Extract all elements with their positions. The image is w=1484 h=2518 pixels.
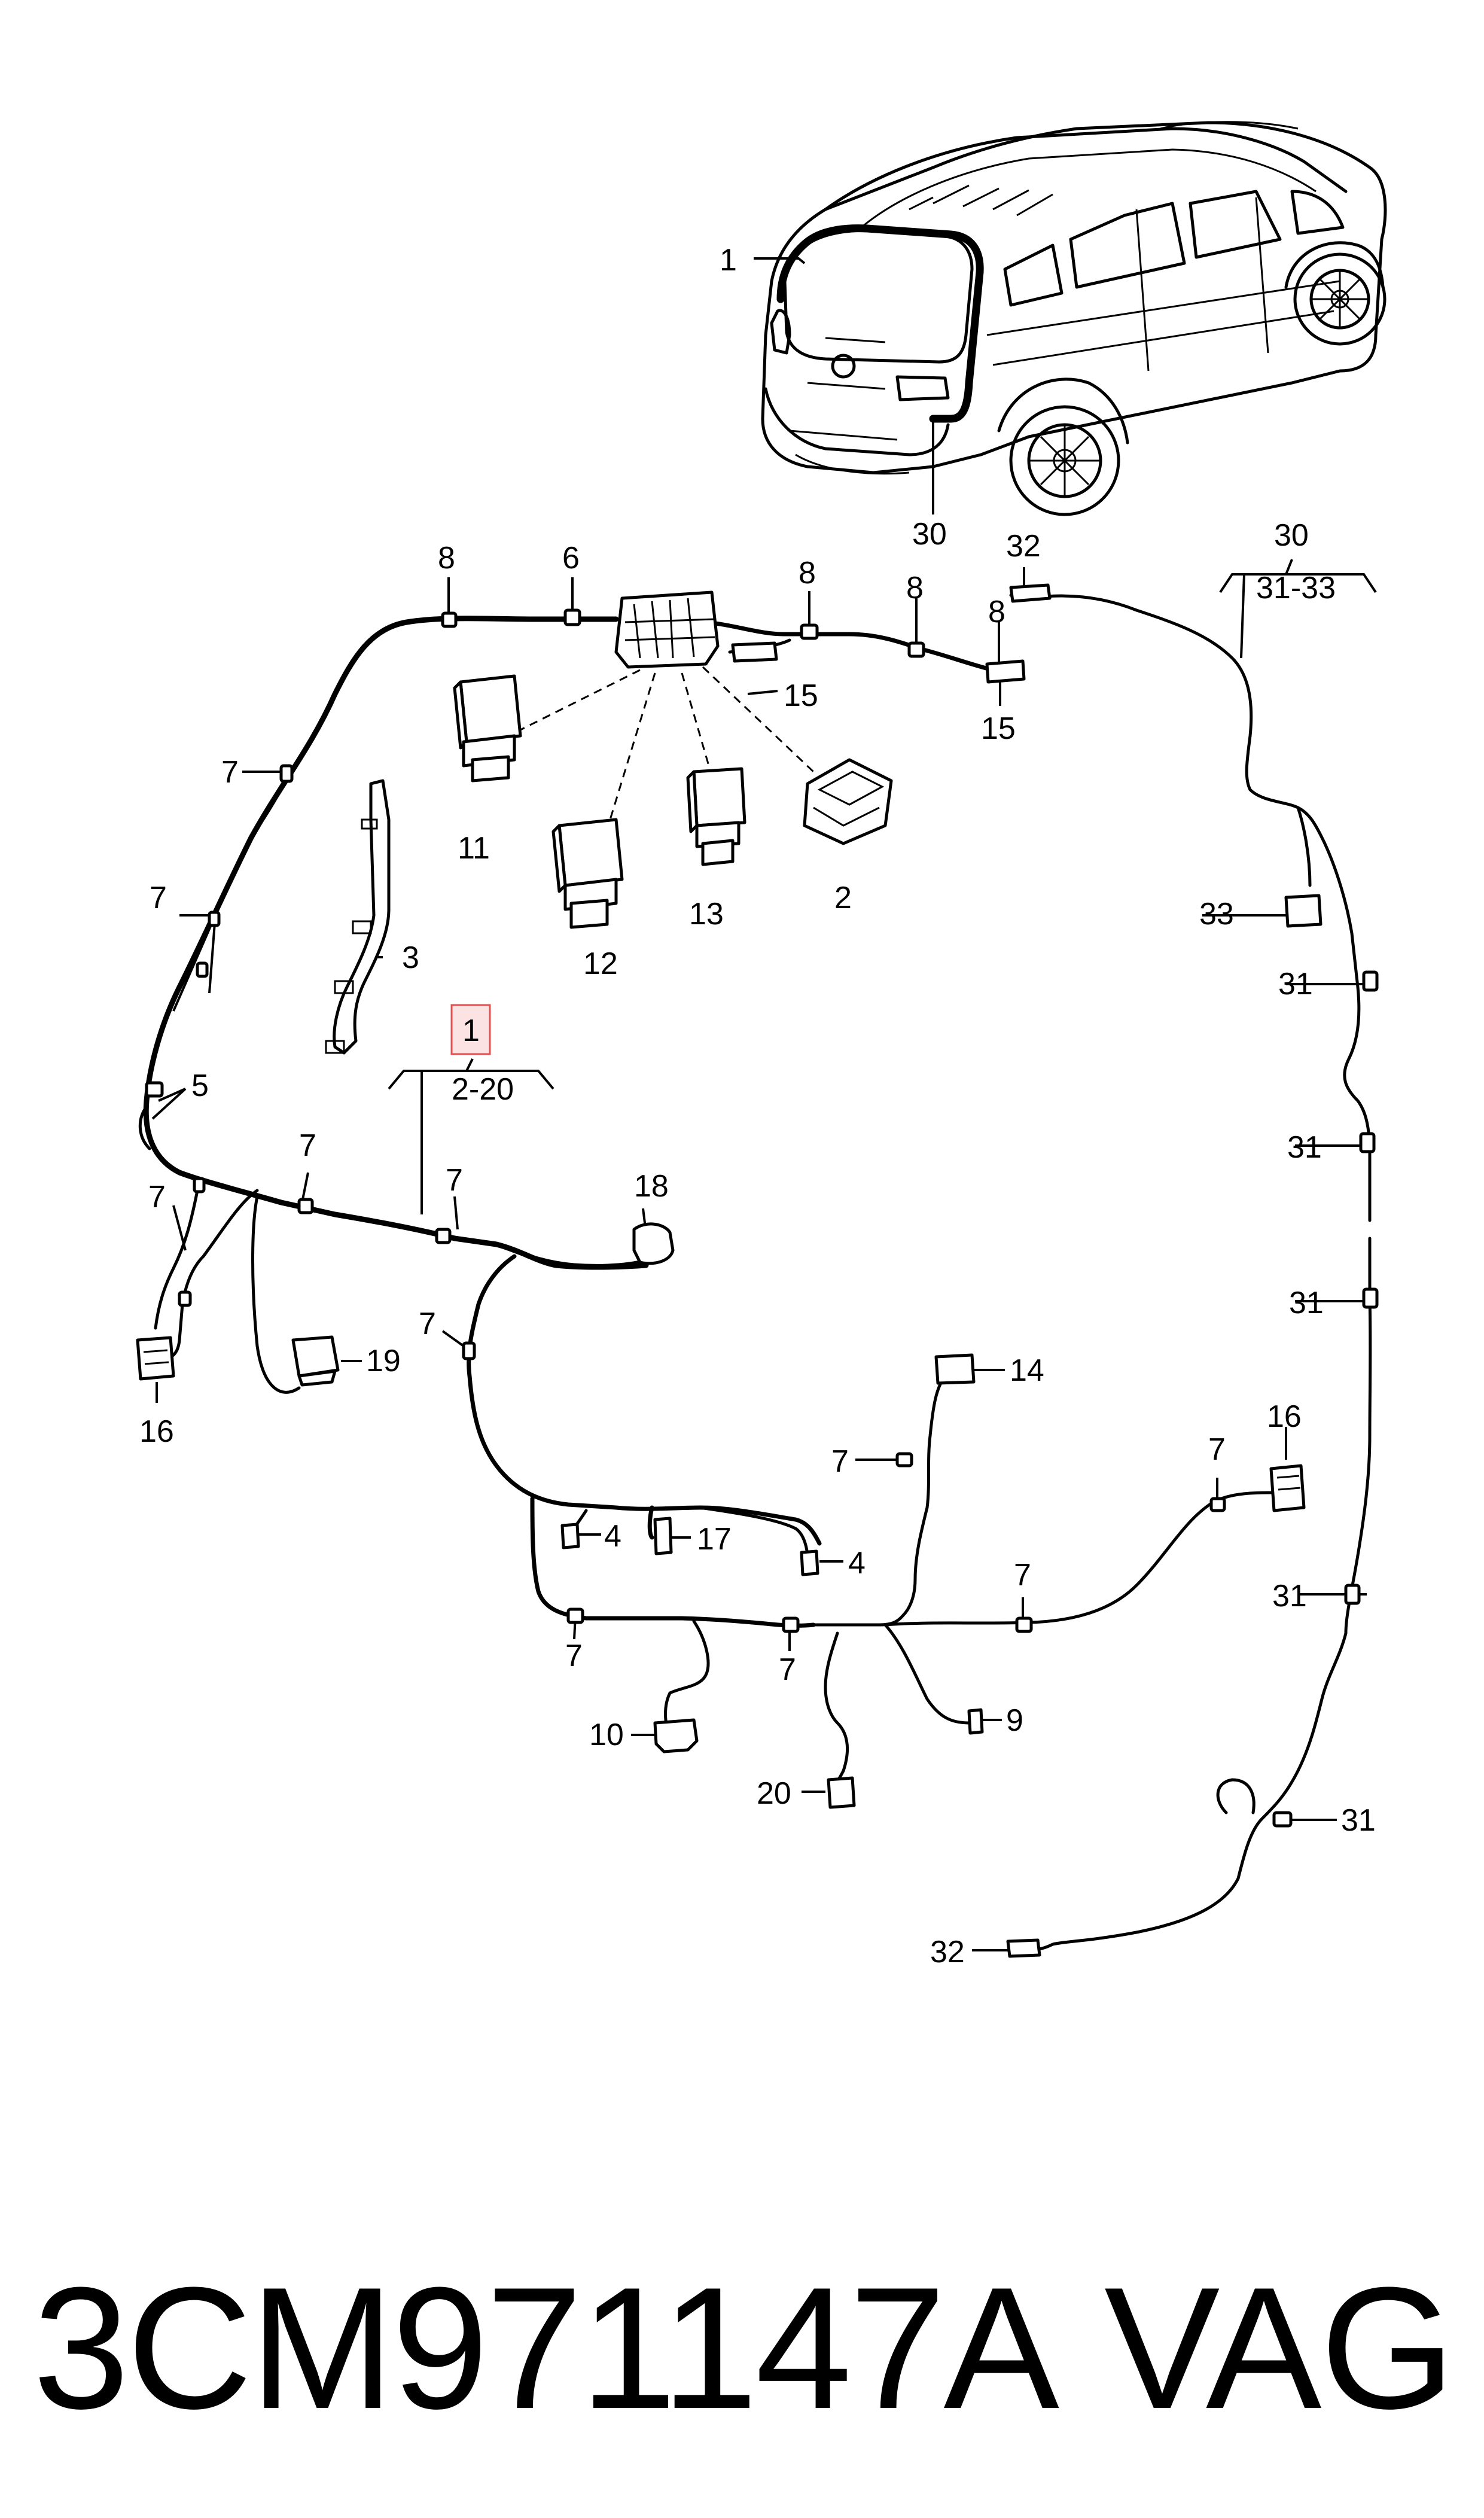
- connector-33: [1284, 894, 1323, 928]
- callout-2: 2: [834, 881, 852, 915]
- callout-17: 17: [697, 1522, 732, 1557]
- callout-7-d: 7: [446, 1163, 463, 1198]
- relay-holder-2: [803, 758, 893, 845]
- callout-6: 6: [562, 541, 580, 576]
- callout-14: 14: [1010, 1353, 1044, 1388]
- callout-32-bottom: 32: [930, 1935, 965, 1969]
- connector-18: [632, 1222, 675, 1265]
- callout-16-b: 16: [1267, 1399, 1302, 1434]
- callout-labels: 1 30 32 30 31-33 8 6 8 8 8 15 15 7 11 12…: [139, 243, 1376, 1969]
- relay-carrier-block: [614, 590, 720, 669]
- callout-car-1: 1: [720, 243, 737, 278]
- relay-12: [551, 818, 624, 929]
- callout-3: 3: [402, 940, 419, 975]
- callout-19: 19: [366, 1344, 401, 1378]
- callout-8-d: 8: [988, 595, 1005, 629]
- part-15: [731, 641, 1026, 684]
- part-number-text: 3CM971147A: [33, 2251, 1059, 2445]
- callout-32-top: 32: [1006, 529, 1041, 564]
- callout-8-b: 8: [799, 556, 816, 590]
- connector-4-left: [560, 1523, 580, 1549]
- highlight-box: [450, 1004, 491, 1055]
- callout-7-k: 7: [779, 1652, 796, 1687]
- callout-18: 18: [634, 1169, 669, 1204]
- connector-16-left: [136, 1336, 175, 1381]
- callout-15-b: 15: [981, 711, 1016, 746]
- callout-7-c: 7: [299, 1128, 316, 1163]
- callout-8-a: 8: [438, 541, 455, 576]
- connector-4-right: [800, 1549, 819, 1576]
- harness-30-wires: [1009, 593, 1372, 1951]
- callout-7-j: 7: [565, 1639, 583, 1673]
- callout-15-a: 15: [784, 678, 818, 713]
- brand-text: VAG: [1104, 2251, 1455, 2445]
- callout-16-a: 16: [139, 1414, 174, 1449]
- connector-19: [291, 1335, 340, 1387]
- callout-5: 5: [191, 1068, 209, 1103]
- callout-7-a: 7: [221, 755, 239, 790]
- callout-7-h: 7: [1208, 1432, 1226, 1467]
- callout-7-f: 7: [419, 1307, 436, 1341]
- connector-16-right: [1269, 1464, 1306, 1512]
- callout-33: 33: [1199, 897, 1234, 931]
- connector-14: [934, 1353, 976, 1385]
- leader-lines: [151, 257, 1377, 1951]
- callout-2-20: 2-20: [452, 1072, 514, 1107]
- callout-31-d: 31: [1272, 1579, 1307, 1613]
- callout-9: 9: [1006, 1703, 1023, 1738]
- callout-31-b: 31: [1287, 1130, 1322, 1165]
- bracket-3: [325, 779, 391, 1055]
- callout-31-c: 31: [1289, 1286, 1324, 1320]
- callout-30-group: 30: [1274, 518, 1309, 553]
- callout-11: 11: [458, 831, 490, 866]
- connector-10: [653, 1718, 699, 1753]
- connector-9: [967, 1708, 984, 1735]
- callout-car-30: 30: [912, 517, 947, 552]
- vehicle-illustration: [761, 121, 1387, 516]
- callout-10: 10: [589, 1718, 624, 1752]
- callout-20: 20: [757, 1776, 791, 1811]
- callout-12: 12: [583, 946, 618, 981]
- components: [136, 583, 1379, 1958]
- connector-32-bottom: [1006, 1938, 1041, 1958]
- callout-7-g: 7: [831, 1444, 849, 1479]
- callout-31-33: 31-33: [1256, 571, 1336, 605]
- relay-11: [453, 674, 522, 783]
- relay-13: [686, 767, 746, 866]
- callout-7-b: 7: [150, 881, 167, 915]
- connector-32-top: [1009, 583, 1052, 603]
- relay-dashed-leaders: [514, 666, 815, 820]
- callout-31-a: 31: [1278, 967, 1313, 1001]
- clips: [145, 608, 1379, 1828]
- callout-8-c: 8: [906, 571, 924, 605]
- callout-31-e: 31: [1341, 1803, 1376, 1838]
- callout-1-main: 1: [462, 1013, 480, 1048]
- callout-4-b: 4: [848, 1546, 866, 1581]
- connector-20: [827, 1776, 856, 1809]
- callout-13: 13: [689, 897, 724, 931]
- callout-7-i: 7: [1014, 1558, 1031, 1593]
- callout-4-a: 4: [604, 1519, 621, 1554]
- connector-17: [653, 1517, 673, 1555]
- callout-7-e: 7: [148, 1180, 166, 1214]
